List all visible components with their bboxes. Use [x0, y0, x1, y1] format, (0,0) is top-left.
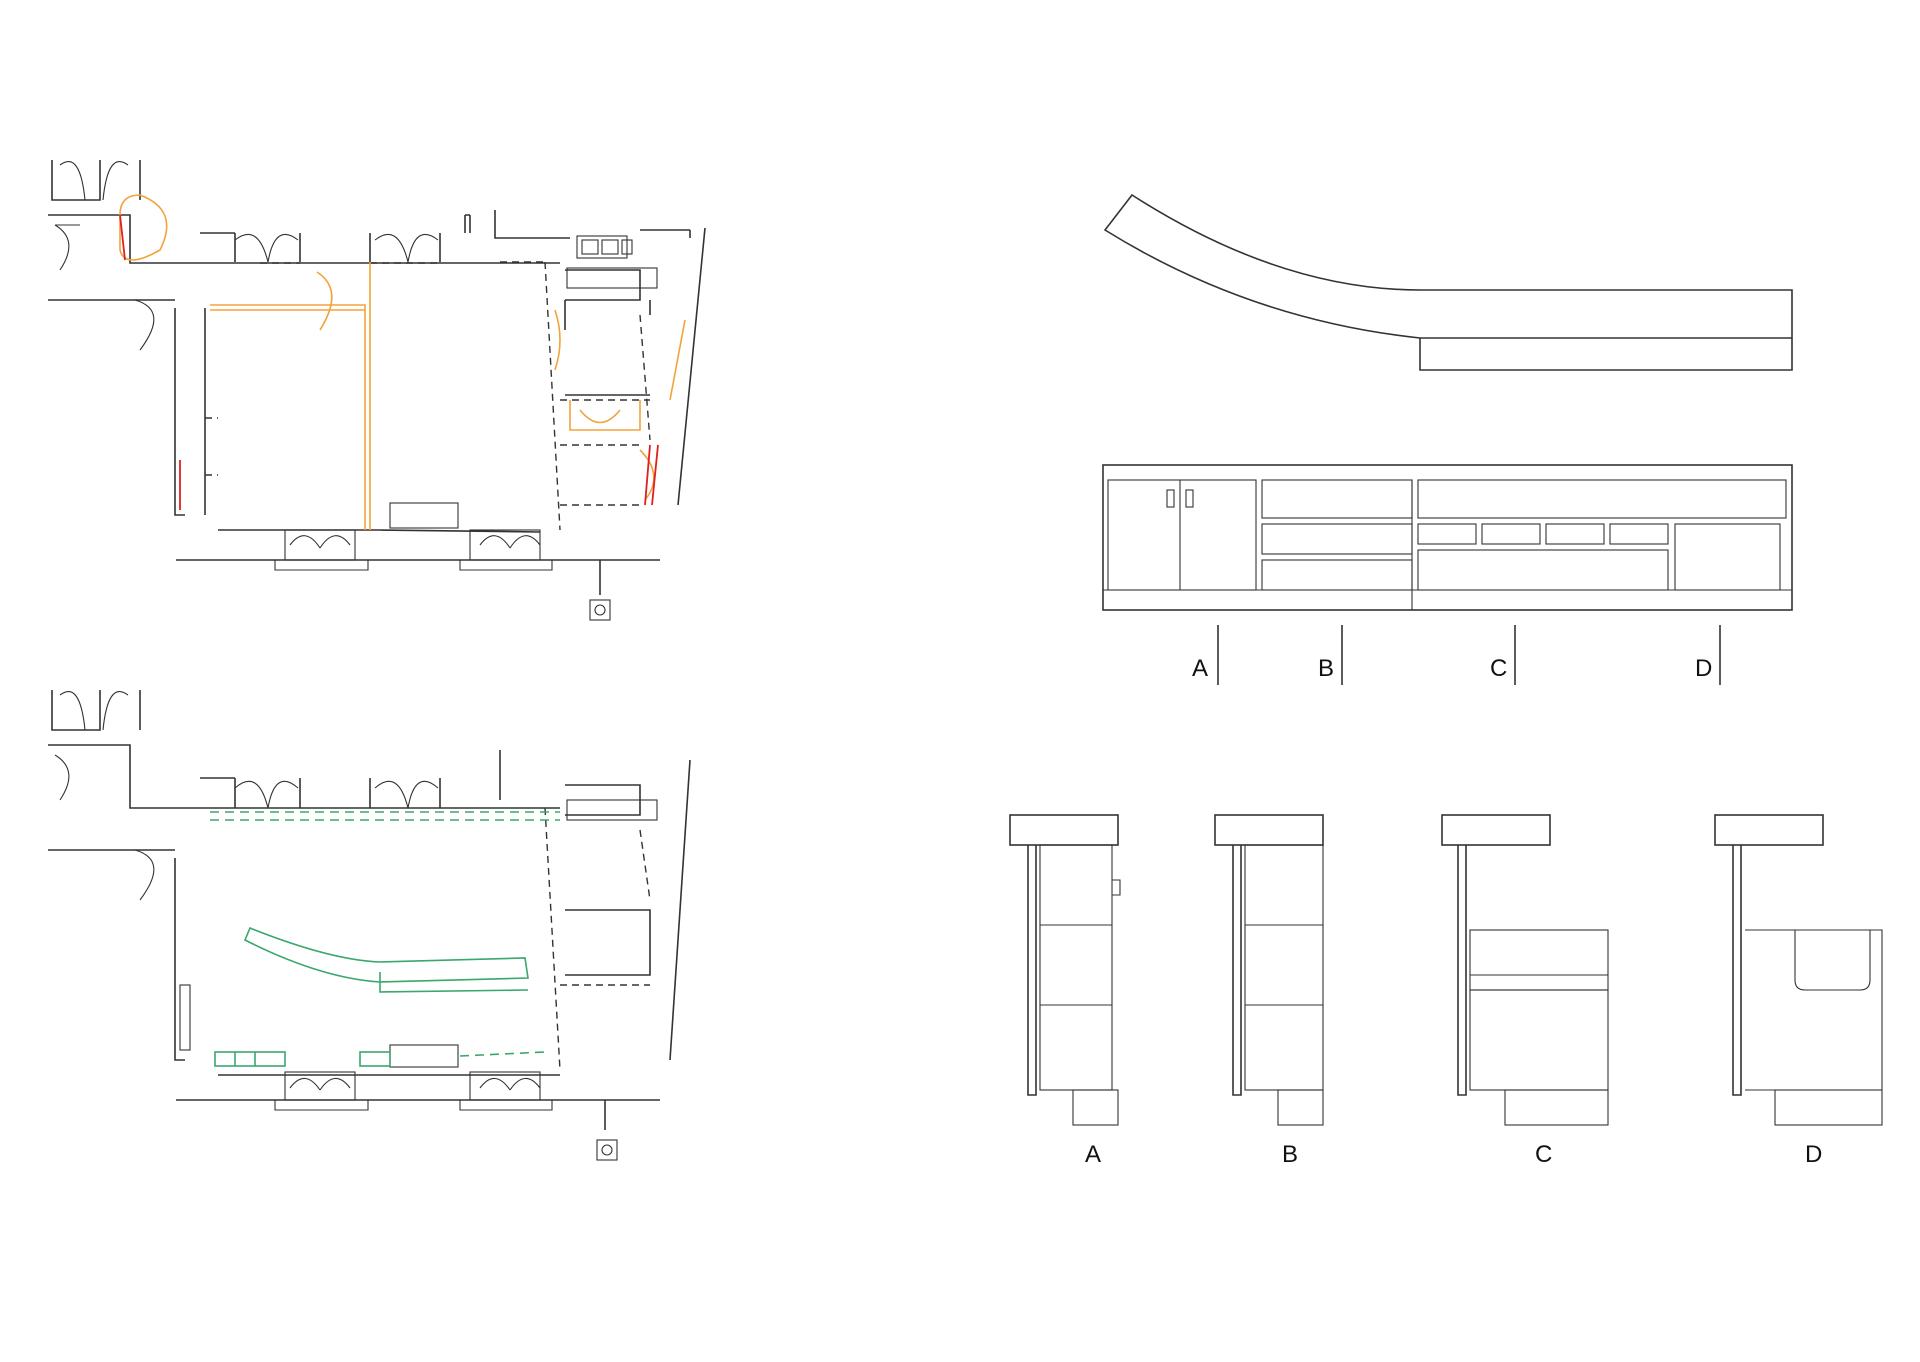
section-view-c	[1441, 814, 1609, 1126]
floor-plan-existing	[48, 160, 706, 621]
section-marker-label-a: A	[1192, 655, 1208, 682]
counter-plan-view	[1103, 193, 1793, 371]
section-view-label-d: D	[1805, 1141, 1822, 1168]
section-marker-label-c: C	[1490, 655, 1507, 682]
section-marker-label-b: B	[1318, 655, 1334, 682]
floor-plan-proposed	[48, 690, 691, 1161]
counter-elevation	[1102, 464, 1793, 611]
section-view-b	[1214, 814, 1324, 1126]
section-view-a	[1009, 814, 1121, 1126]
section-marker-ticks	[1217, 625, 1721, 685]
section-view-label-b: B	[1282, 1141, 1298, 1168]
section-marker-label-d: D	[1695, 655, 1712, 682]
section-view-label-c: C	[1535, 1141, 1552, 1168]
section-view-label-a: A	[1085, 1141, 1101, 1168]
section-view-d	[1714, 814, 1883, 1126]
